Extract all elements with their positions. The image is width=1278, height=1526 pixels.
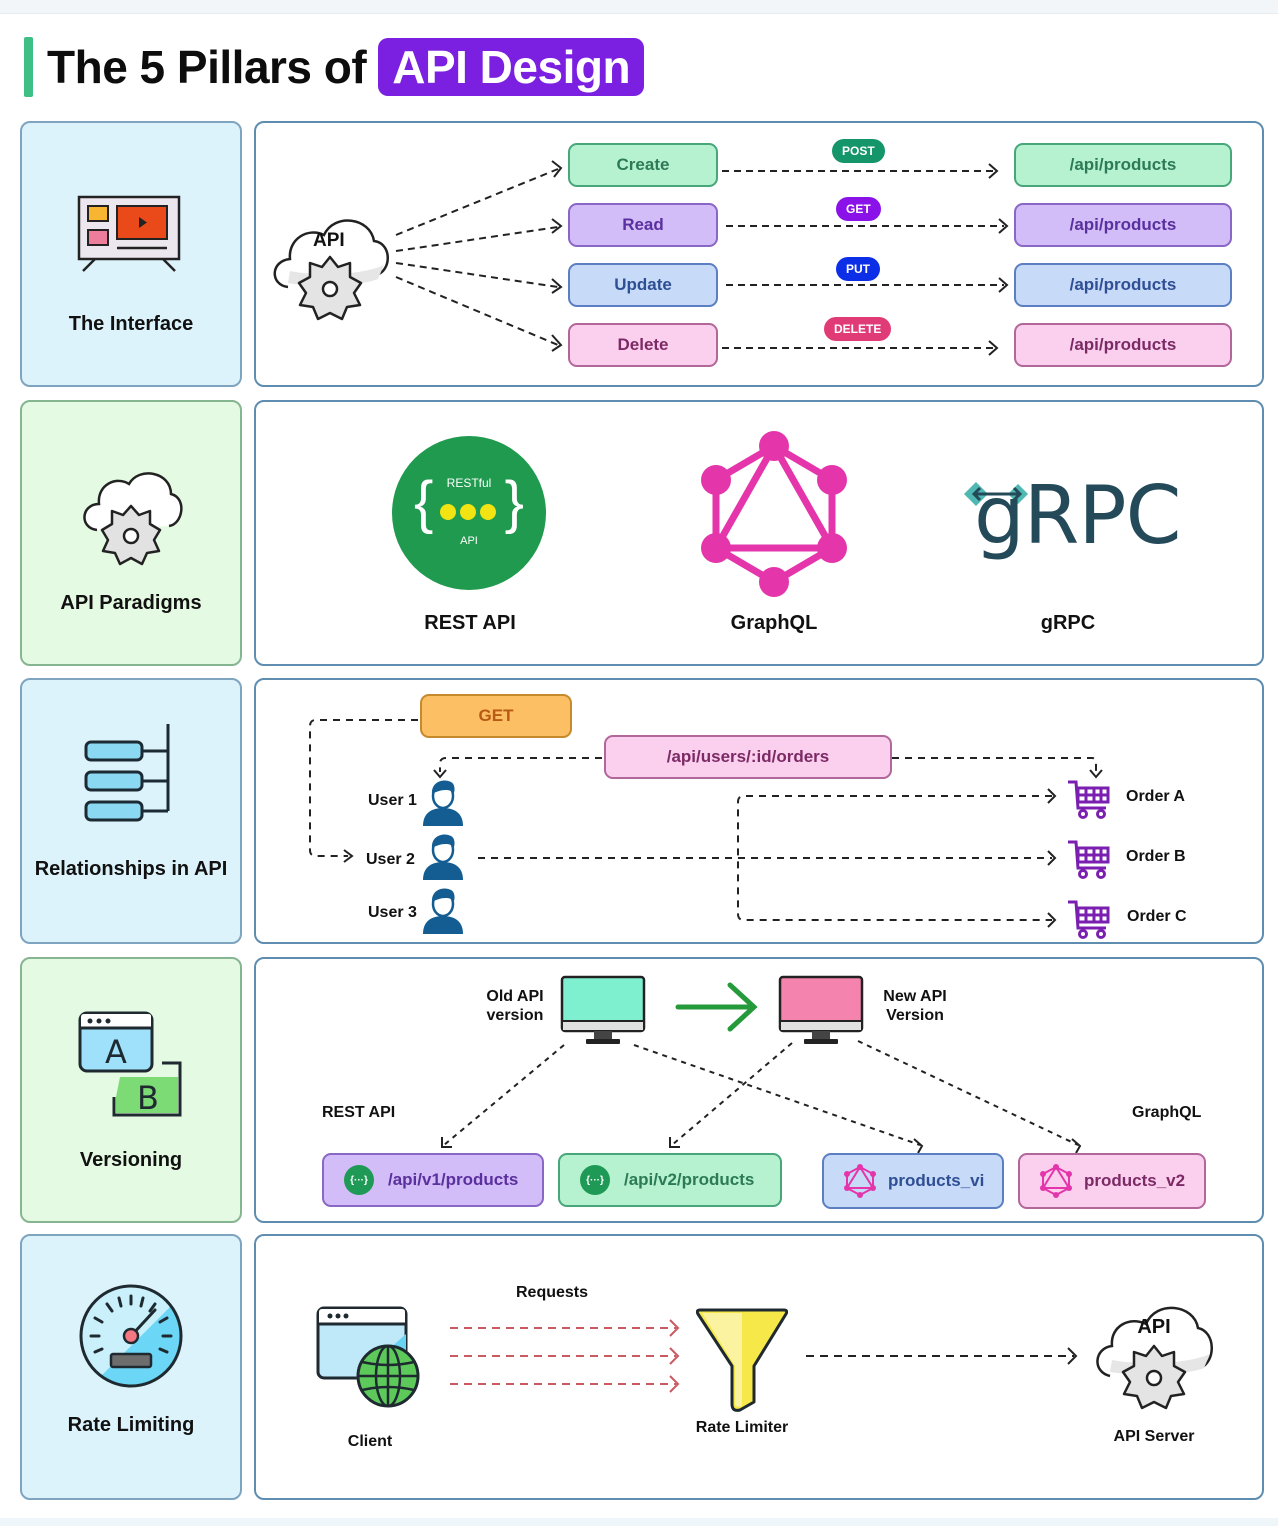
grpc-logo: gRPC <box>974 469 1181 562</box>
interface-diagram: API Create Read Update Delete POST GET P… <box>254 121 1264 387</box>
method-badge-delete: DELETE <box>824 317 892 341</box>
page-title: The 5 Pillars of API Design <box>24 36 645 98</box>
endpoint-v2-graphql[interactable]: products_v2 <box>1018 1153 1206 1209</box>
restful-logo-top: RESTful <box>446 476 492 490</box>
endpoint-v1-rest[interactable]: {···} /api/v1/products <box>322 1153 544 1207</box>
endpoint-delete[interactable]: /api/products <box>1014 323 1232 367</box>
client-label: Client <box>347 1433 393 1450</box>
grpc-arrow-icon <box>964 482 1028 506</box>
operation-read[interactable]: Read <box>568 203 718 247</box>
endpoint-read[interactable]: /api/products <box>1014 203 1232 247</box>
relationship-endpoint[interactable]: /api/users/:id/orders <box>604 735 892 779</box>
api-cloud-gear-icon <box>273 219 389 321</box>
paradigms-diagram: { } RESTful API REST API GraphQL gRPC gR… <box>254 400 1264 666</box>
api-server-cloud-text: API <box>1137 1316 1171 1338</box>
old-version-label: Old API version <box>486 988 544 1024</box>
order-label: Order A <box>1126 788 1185 805</box>
endpoint-update[interactable]: /api/products <box>1014 263 1232 307</box>
pillar-label: API Paradigms <box>60 592 202 614</box>
user-avatar-icon <box>423 888 463 934</box>
endpoint-create[interactable]: /api/products <box>1014 143 1232 187</box>
top-strip <box>0 0 1278 14</box>
pillar-card-interface: The Interface <box>20 121 242 387</box>
new-version-label: New API Version <box>883 988 947 1024</box>
pillar-label: Versioning <box>79 1149 183 1171</box>
upgrade-arrow-icon <box>675 982 758 1032</box>
pillar-card-versioning: A B Versioning <box>20 957 242 1223</box>
paradigm-graphql-label: GraphQL <box>730 612 818 634</box>
pillar-label: Relationships in API <box>34 858 228 880</box>
graphql-label: GraphQL <box>1132 1104 1202 1121</box>
operation-update[interactable]: Update <box>568 263 718 307</box>
restful-logo: { } RESTful API <box>392 436 546 590</box>
paradigm-rest-label: REST API <box>424 612 516 634</box>
pillar-label: The Interface <box>68 313 194 335</box>
rest-endpoint-icon: {···} <box>580 1165 610 1195</box>
hierarchy-icon <box>84 724 170 822</box>
brace-left-icon: { <box>414 470 434 535</box>
versioning-diagram: Old API version New API Version REST API… <box>254 957 1264 1223</box>
svg-text:B: B <box>137 1079 159 1117</box>
pillar-card-rate-limiting: Rate Limiting <box>20 1234 242 1500</box>
pillar-card-paradigms: API Paradigms <box>20 400 242 666</box>
endpoint-text: /api/v2/products <box>624 1170 755 1189</box>
endpoint-text: /api/v1/products <box>388 1170 519 1189</box>
brace-right-icon: } <box>504 470 524 535</box>
new-api-monitor-icon <box>778 975 864 1044</box>
speedometer-icon <box>79 1284 183 1388</box>
user-avatar-icon <box>423 834 463 880</box>
rate-limiter-label: Rate Limiter <box>695 1419 789 1436</box>
graphql-logo <box>701 431 847 597</box>
method-badge-post: POST <box>832 139 885 163</box>
cart-icon <box>1068 840 1110 879</box>
user-label: User 1 <box>368 792 417 809</box>
cart-icon <box>1068 780 1110 819</box>
paradigm-grpc-label: gRPC <box>1040 612 1096 634</box>
relationship-method[interactable]: GET <box>420 694 572 738</box>
operation-delete[interactable]: Delete <box>568 323 718 367</box>
requests-label: Requests <box>515 1284 589 1301</box>
endpoint-text: products_v2 <box>1084 1171 1186 1190</box>
globe-icon <box>356 1344 420 1408</box>
title-accent-bar <box>24 37 33 97</box>
endpoint-v1-graphql[interactable]: products_vi <box>822 1153 1004 1209</box>
graphql-small-icon <box>1040 1164 1072 1198</box>
pillar-card-relationships: Relationships in API <box>20 678 242 944</box>
user-label: User 2 <box>366 851 415 868</box>
graphql-small-icon <box>844 1164 876 1198</box>
old-api-monitor-icon <box>560 975 646 1044</box>
user-avatar-icon <box>423 780 463 826</box>
api-cloud-label: API <box>313 230 345 251</box>
svg-text:A: A <box>105 1033 127 1071</box>
rate-limiting-diagram: Client Requests Rate Limiter API API Ser… <box>254 1234 1264 1500</box>
relationships-diagram: GET /api/users/:id/orders User 1 User 2 … <box>254 678 1264 944</box>
cloud-gear-icon <box>83 472 183 566</box>
rest-endpoint-icon: {···} <box>344 1165 374 1195</box>
tv-dashboard-icon <box>77 195 181 272</box>
cart-icon <box>1068 900 1110 939</box>
operation-create[interactable]: Create <box>568 143 718 187</box>
client-browser-icon <box>316 1306 420 1408</box>
order-label: Order C <box>1127 908 1187 925</box>
endpoint-v2-rest[interactable]: {···} /api/v2/products <box>558 1153 782 1207</box>
bottom-strip <box>0 1518 1278 1526</box>
pillar-label: Rate Limiting <box>67 1414 195 1436</box>
endpoint-text: products_vi <box>888 1171 985 1190</box>
api-server-cloud-icon <box>1096 1306 1213 1410</box>
ab-windows-icon: A B <box>78 1011 182 1117</box>
method-badge-put: PUT <box>836 257 880 281</box>
api-server-label: API Server <box>1113 1428 1195 1445</box>
order-label: Order B <box>1126 848 1186 865</box>
dots-icon <box>440 504 496 520</box>
title-highlight: API Design <box>378 38 645 96</box>
title-prefix: The 5 Pillars of <box>47 41 367 93</box>
rest-api-label: REST API <box>322 1104 396 1121</box>
funnel-icon <box>696 1308 788 1412</box>
restful-logo-bottom: API <box>460 535 478 547</box>
user-label: User 3 <box>368 904 417 921</box>
method-badge-get: GET <box>836 197 881 221</box>
